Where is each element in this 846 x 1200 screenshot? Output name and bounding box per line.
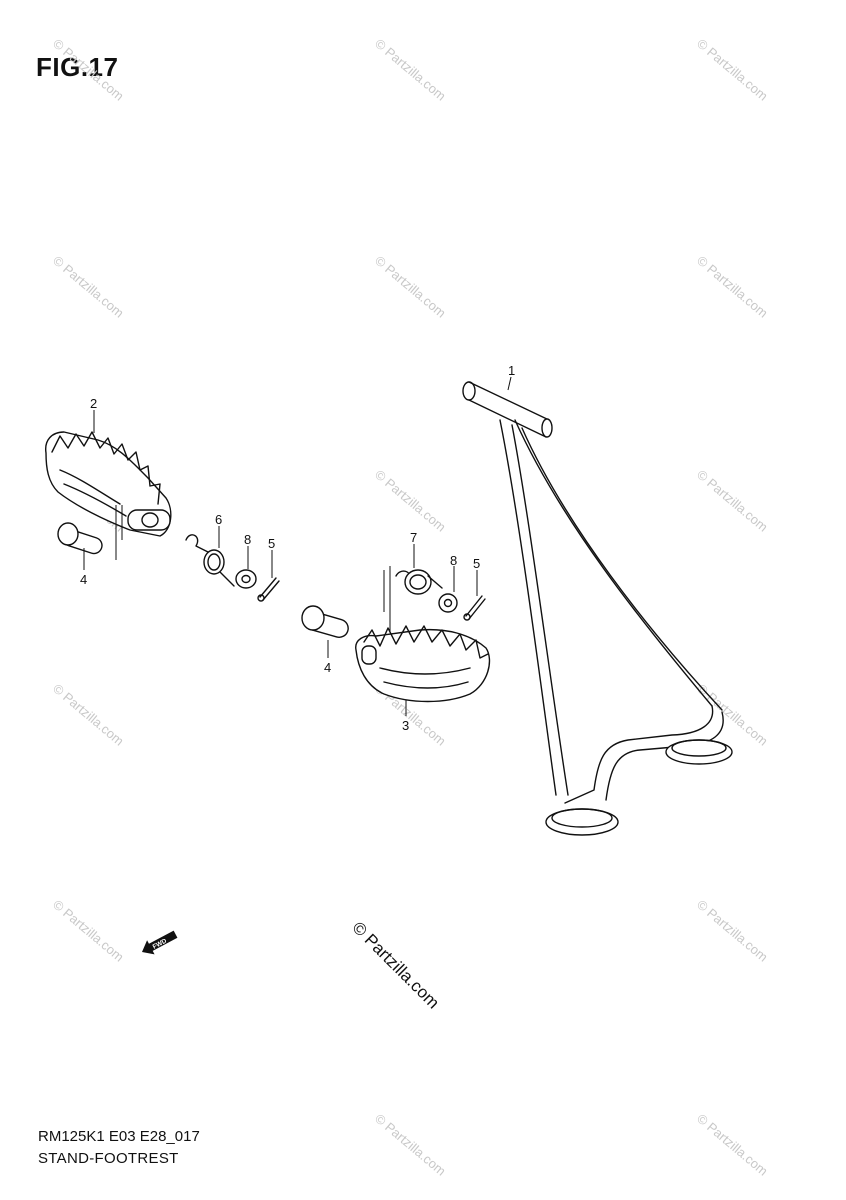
callout-footrest-left: 2 <box>90 396 97 411</box>
spring-left-part <box>185 534 235 587</box>
callout-spring-left: 6 <box>215 512 222 527</box>
watermark: © Partzilla.com <box>50 253 127 321</box>
watermark: © Partzilla.com <box>694 467 771 535</box>
footrest-left-part <box>45 431 172 537</box>
callout-stand: 1 <box>508 363 515 378</box>
watermark: © Partzilla.com <box>372 1111 449 1179</box>
callout-washer-right: 8 <box>450 553 457 568</box>
washer-right-part <box>438 593 458 613</box>
diagram-code: RM125K1 E03 E28_017 <box>38 1128 200 1145</box>
watermark: © Partzilla.com <box>372 467 449 535</box>
section-name: STAND-FOOTREST <box>38 1150 179 1167</box>
watermark: © Partzilla.com <box>50 36 127 104</box>
callout-pin-right: 4 <box>324 660 331 675</box>
figure-title: FIG.17 <box>36 52 119 82</box>
callout-footrest-right: 3 <box>402 718 409 733</box>
watermark: © Partzilla.com <box>694 1111 771 1179</box>
callout-spring-right: 7 <box>410 530 417 545</box>
stand-part <box>462 381 733 836</box>
leader-line <box>507 376 512 391</box>
watermark: © Partzilla.com <box>694 897 771 965</box>
watermarks: © Partzilla.com © Partzilla.com © Partzi… <box>50 36 771 1179</box>
watermark: © Partzilla.com <box>50 681 127 749</box>
watermark: © Partzilla.com <box>694 253 771 321</box>
pin-left-part <box>57 522 103 555</box>
fwd-arrow-icon: FWD <box>142 930 178 955</box>
callout-cotter-left: 5 <box>268 536 275 551</box>
pin-right-part <box>301 605 349 638</box>
watermark: © Partzilla.com <box>50 897 127 965</box>
callout-cotter-right: 5 <box>473 556 480 571</box>
spring-right-part <box>395 569 443 595</box>
callout-pin-left: 4 <box>80 572 87 587</box>
watermark: © Partzilla.com <box>694 36 771 104</box>
watermark: © Partzilla.com <box>372 253 449 321</box>
watermark: © Partzilla.com <box>372 36 449 104</box>
cotter-left-part <box>257 577 280 602</box>
callout-washer-left: 8 <box>244 532 251 547</box>
washer-left-part <box>235 569 257 589</box>
cotter-right-part <box>463 595 486 621</box>
footrest-right-part <box>355 625 491 703</box>
